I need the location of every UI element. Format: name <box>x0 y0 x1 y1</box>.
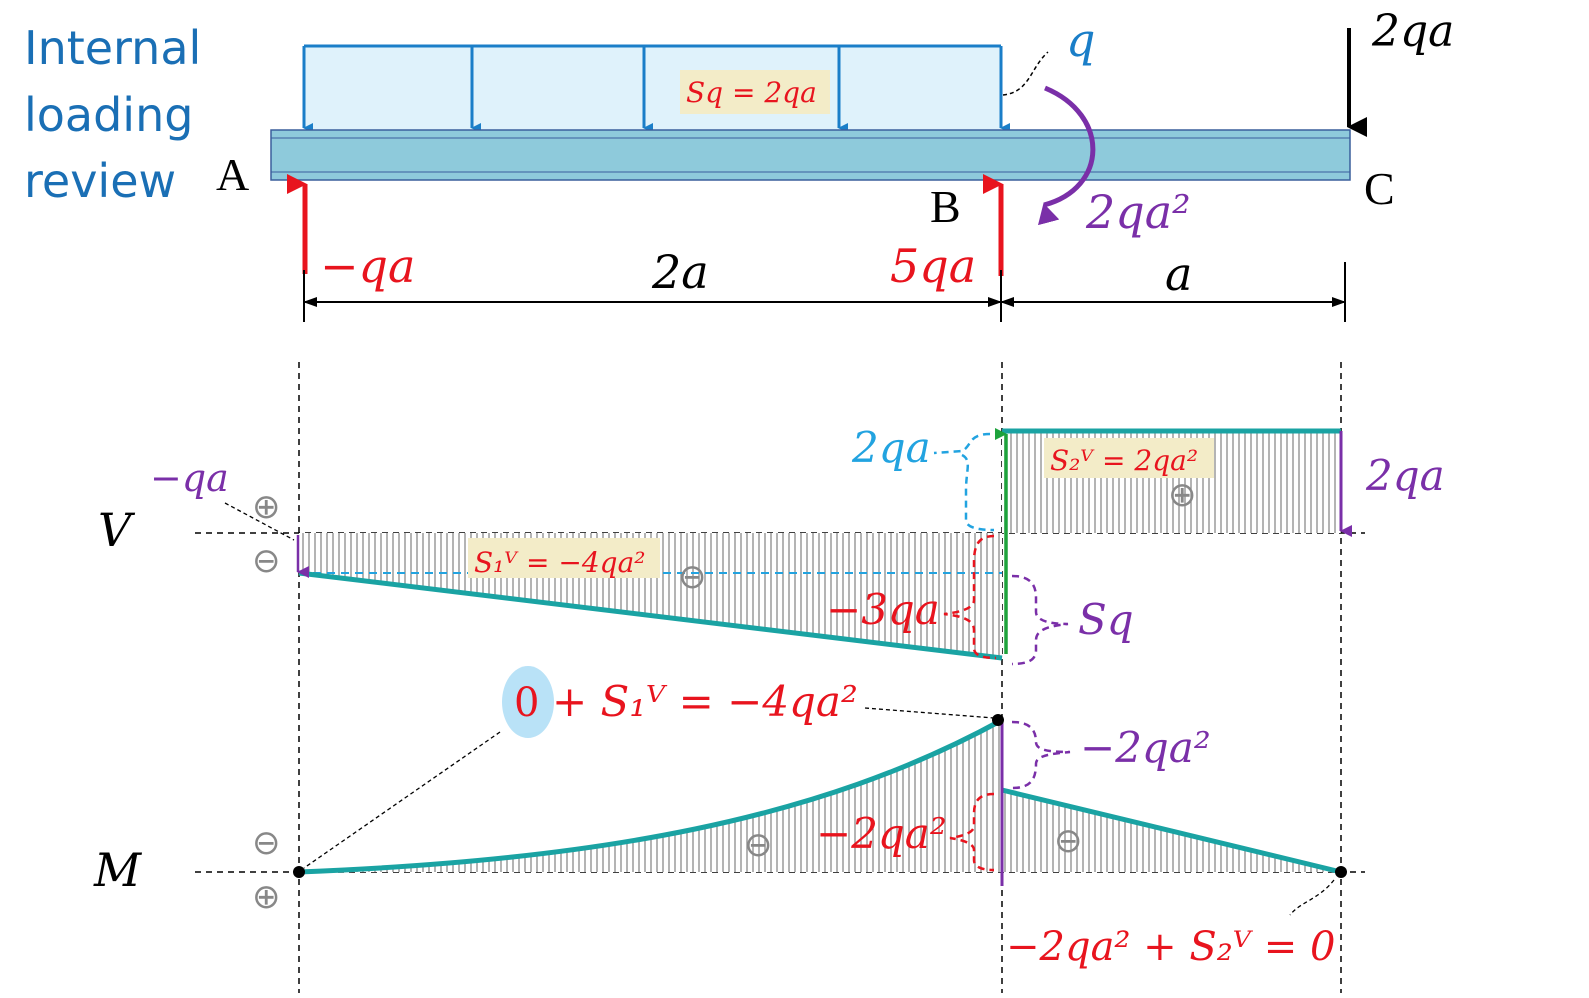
load-area <box>304 46 1001 130</box>
point-C: C <box>1364 163 1395 214</box>
title-line-2: loading <box>24 88 193 142</box>
drop-C-label: 2qa <box>1365 451 1445 500</box>
V-axis-label: V <box>98 503 136 557</box>
reaction-A-label: −qa <box>320 239 415 293</box>
zero-label: 0 <box>514 680 539 726</box>
moment-diagram: M ⊖ ⊕ ⊖ ⊖ 0 + S₁ⱽ = −4qa² −2qa² −2qa² −2… <box>93 666 1365 970</box>
moment-minus-sign: ⊖ <box>1054 821 1083 861</box>
moment-point-B <box>992 714 1004 726</box>
title-line-3: review <box>24 154 176 208</box>
force-C: 2qa <box>1349 6 1454 127</box>
jump-up-label: 2qa <box>851 423 931 472</box>
shear-diagram: V S₁ⱽ = −4qa² S₂ⱽ = 2qa² ⊕ ⊖ ⊖ ⊕ −qa 2qa… <box>98 423 1445 664</box>
force-C-label: 2qa <box>1371 6 1454 57</box>
zero-leader <box>304 732 500 868</box>
Sq-brace <box>1012 576 1068 664</box>
moment-B-equation: + S₁ⱽ = −4qa² <box>552 677 858 726</box>
moment-jump-label: −2qa² <box>1080 723 1211 772</box>
load-area-label: Sq = 2qa <box>686 76 817 109</box>
S2-label: S₂ⱽ = 2qa² <box>1050 444 1198 477</box>
dim-BC-label: a <box>1165 247 1192 301</box>
inner-B-label: −2qa² <box>816 809 947 858</box>
shear-start-label: −qa <box>150 456 229 500</box>
M-axis-label: M <box>93 843 143 897</box>
shear-plus-sign: ⊕ <box>1168 475 1197 515</box>
moment-plus-sign: ⊕ <box>252 877 281 917</box>
eq-C-leader <box>1290 880 1334 915</box>
shear-minus-sign: ⊖ <box>252 541 281 581</box>
title: Internal loading review <box>24 21 201 208</box>
moment-B-label: 2qa² <box>1085 185 1191 239</box>
jump-up-brace <box>934 434 994 530</box>
moment-jump-brace <box>1012 722 1070 788</box>
moment-point-A <box>293 866 305 878</box>
moment-point-C <box>1335 866 1347 878</box>
reaction-B-label: 5qa <box>890 239 976 293</box>
dim-AB-label: 2a <box>651 245 709 299</box>
point-B: B <box>930 181 961 232</box>
shear-minus-sign: ⊖ <box>678 557 707 597</box>
moment-minus-sign: ⊖ <box>252 823 281 863</box>
q-leader <box>1003 52 1048 95</box>
moment-C-equation: −2qa² + S₂ⱽ = 0 <box>1006 924 1335 970</box>
eq-B-leader <box>865 708 994 718</box>
Sq-label: Sq <box>1078 595 1134 644</box>
drop-label: −3qa <box>826 585 940 634</box>
distributed-load: Sq = 2qa q <box>304 13 1095 130</box>
moment-minus-sign: ⊖ <box>744 825 773 865</box>
title-line-1: Internal <box>24 21 201 75</box>
shear-plus-sign: ⊕ <box>252 487 281 527</box>
dimensions: 2a a <box>304 245 1345 322</box>
point-A: A <box>216 149 249 200</box>
S1-label: S₁ⱽ = −4qa² <box>474 546 646 579</box>
q-label: q <box>1066 13 1095 67</box>
beam: A B C <box>216 130 1395 232</box>
